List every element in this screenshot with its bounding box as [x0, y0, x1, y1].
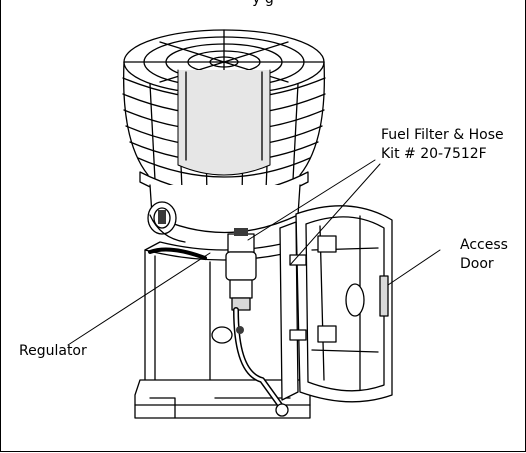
label-regulator: Regulator — [19, 343, 87, 359]
regulator-assembly — [225, 228, 289, 417]
label-fuel-filter-line1: Fuel Filter & Hose — [381, 127, 504, 143]
header-cut-text: y g — [0, 0, 526, 7]
label-fuel-filter-line2: Kit # 20-7512F — [381, 146, 487, 162]
label-access-line1: Access — [460, 237, 508, 253]
leader-lines — [67, 159, 441, 346]
label-access-line2: Door — [460, 256, 494, 272]
leader-access-door — [387, 249, 441, 286]
leader-regulator — [67, 252, 211, 346]
leader-fuel-filter-1 — [247, 159, 376, 241]
heater-base-dome — [139, 171, 309, 243]
leader-fuel-filter-2 — [289, 163, 381, 266]
access-door — [279, 205, 393, 403]
heater-cage — [122, 29, 326, 197]
